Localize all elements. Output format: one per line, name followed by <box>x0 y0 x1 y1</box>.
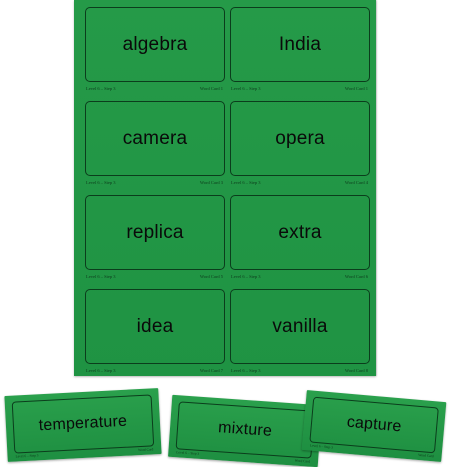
word-card-text: India <box>278 33 322 55</box>
word-card-number: Word Card 1 <box>199 86 223 91</box>
word-card-frame: algebra <box>85 7 225 82</box>
word-card-frame: vanilla <box>230 289 370 364</box>
word-card-frame: idea <box>85 289 225 364</box>
word-card-text: temperature <box>38 412 128 435</box>
loose-word-card: mixture Level 6 – Step 3 Word Card <box>168 394 322 467</box>
word-card-number: Word Card 4 <box>344 180 368 185</box>
loose-word-card: capture Level 6 – Step 3 Word Card <box>301 390 447 462</box>
word-card-number: Word Card 1 <box>344 86 368 91</box>
word-card-level: Level 6 – Step 3 <box>176 450 200 456</box>
word-card: camera Level 6 – Step 3 Word Card 3 <box>85 101 227 188</box>
word-card-level: Level 6 – Step 3 <box>86 86 116 91</box>
word-card-text: extra <box>278 221 322 243</box>
word-card: replica Level 6 – Step 3 Word Card 5 <box>85 195 227 282</box>
word-card-level: Level 6 – Step 3 <box>309 443 334 450</box>
word-card-number: Word Card 5 <box>199 274 223 279</box>
word-card-text: mixture <box>217 419 273 440</box>
word-card-number: Word Card <box>294 458 311 464</box>
word-card-level: Level 6 – Step 3 <box>231 86 261 91</box>
word-card-frame: India <box>230 7 370 82</box>
word-card-number: Word Card 7 <box>199 368 223 373</box>
word-card-level: Level 6 – Step 3 <box>231 274 261 279</box>
word-card-level: Level 6 – Step 3 <box>15 453 39 459</box>
word-card-text: algebra <box>122 33 188 55</box>
word-card-frame: temperature <box>11 394 155 454</box>
word-card-level: Level 6 – Step 3 <box>231 368 261 373</box>
word-card-text: capture <box>346 413 403 436</box>
word-card-level: Level 6 – Step 3 <box>86 368 116 373</box>
word-card-frame: mixture <box>175 401 315 459</box>
word-card-frame: replica <box>85 195 225 270</box>
word-card: India Level 6 – Step 3 Word Card 1 <box>230 7 372 94</box>
word-card: extra Level 6 – Step 3 Word Card 6 <box>230 195 372 282</box>
word-card: opera Level 6 – Step 3 Word Card 4 <box>230 101 372 188</box>
word-card-text: camera <box>122 127 188 149</box>
word-card-text: replica <box>126 221 184 243</box>
word-card-number: Word Card 3 <box>199 180 223 185</box>
word-card: idea Level 6 – Step 3 Word Card 7 <box>85 289 227 376</box>
word-card-text: opera <box>275 127 325 149</box>
word-card-frame: extra <box>230 195 370 270</box>
word-card-level: Level 6 – Step 3 <box>86 274 116 279</box>
word-card: vanilla Level 6 – Step 3 Word Card 8 <box>230 289 372 376</box>
word-card-number: Word Card 6 <box>344 274 368 279</box>
word-card-level: Level 6 – Step 3 <box>231 180 261 185</box>
word-card-number: Word Card <box>418 452 434 459</box>
word-card-text: idea <box>136 315 174 337</box>
word-card-level: Level 6 – Step 3 <box>86 180 116 185</box>
word-card-text: vanilla <box>272 315 328 337</box>
word-card-frame: opera <box>230 101 370 176</box>
word-card-number: Word Card <box>137 447 154 453</box>
word-card: algebra Level 6 – Step 3 Word Card 1 <box>85 7 227 94</box>
word-card-number: Word Card 8 <box>344 368 368 373</box>
loose-word-card: temperature Level 6 – Step 3 Word Card <box>4 388 162 462</box>
word-card-sheet: algebra Level 6 – Step 3 Word Card 1 Ind… <box>74 0 376 376</box>
word-card-frame: camera <box>85 101 225 176</box>
